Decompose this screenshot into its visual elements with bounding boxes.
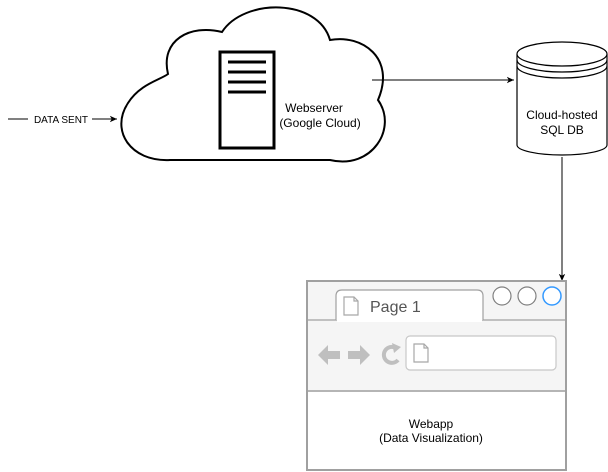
database-node: Cloud-hosted SQL DB bbox=[516, 41, 608, 156]
window-control-3 bbox=[542, 286, 562, 306]
database-cylinder-icon bbox=[516, 41, 608, 156]
data-sent-label: DATA SENT bbox=[34, 115, 88, 126]
reload-icon bbox=[381, 343, 401, 365]
webserver-label-line2: (Google Cloud) bbox=[279, 116, 360, 130]
webapp-label-line1: Webapp bbox=[409, 417, 454, 431]
database-label-line2: SQL DB bbox=[540, 123, 584, 137]
server-rack-icon bbox=[218, 50, 276, 150]
forward-arrow-icon bbox=[348, 345, 370, 365]
page-icon bbox=[343, 296, 359, 316]
webserver-label-line1: Webserver bbox=[285, 101, 343, 115]
window-control-1 bbox=[492, 286, 512, 306]
browser-window: Page 1 Webapp (Data Visualization) bbox=[306, 280, 567, 471]
window-control-2 bbox=[517, 286, 537, 306]
webapp-label-line2: (Data Visualization) bbox=[379, 431, 483, 445]
address-page-icon bbox=[413, 343, 429, 363]
data-sent-edge: DATA SENT bbox=[8, 115, 117, 126]
back-arrow-icon bbox=[318, 345, 340, 365]
webserver-cloud: Webserver (Google Cloud) bbox=[120, 6, 386, 163]
browser-tab: Page 1 bbox=[335, 289, 484, 322]
address-bar bbox=[405, 335, 557, 371]
database-label-line1: Cloud-hosted bbox=[526, 108, 597, 122]
tab-title: Page 1 bbox=[370, 299, 421, 316]
